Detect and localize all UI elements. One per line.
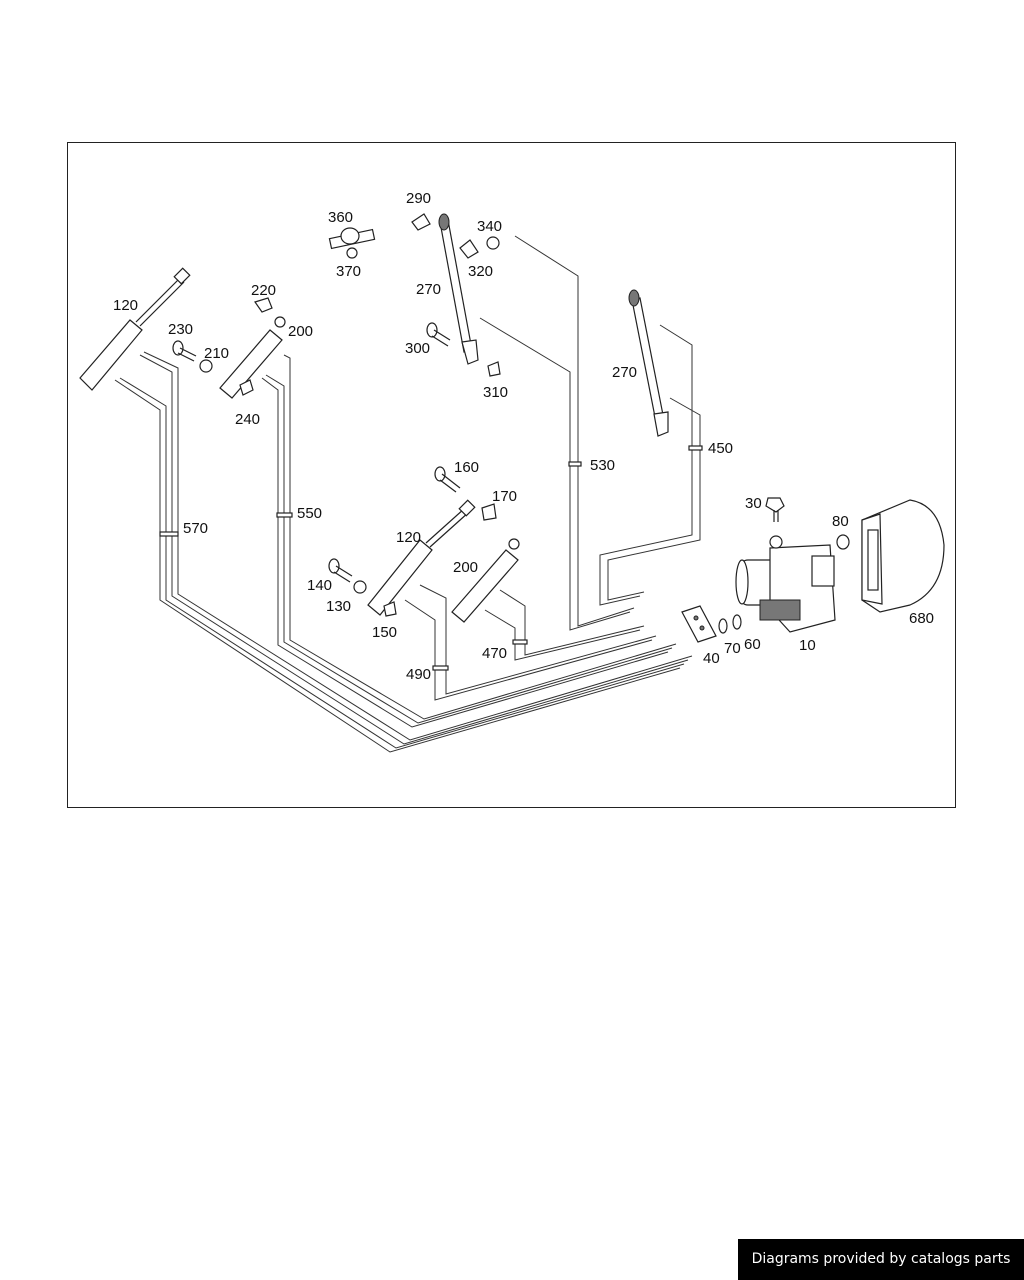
label-320: 320 — [468, 263, 493, 280]
label-340: 340 — [477, 218, 502, 235]
label-310: 310 — [483, 384, 508, 401]
clip-310 — [487, 361, 501, 377]
label-140: 140 — [307, 577, 332, 594]
seal-80 — [836, 534, 850, 550]
label-240: 240 — [235, 411, 260, 428]
bracket-220 — [254, 297, 273, 313]
bushing-130 — [353, 580, 367, 594]
label-490: 490 — [406, 666, 431, 683]
hydraulic-cylinder-270-upper — [438, 213, 479, 365]
label-290: 290 — [406, 190, 431, 207]
label-120-left: 120 — [113, 297, 138, 314]
label-130: 130 — [326, 598, 351, 615]
label-230: 230 — [168, 321, 193, 338]
label-10: 10 — [799, 637, 816, 654]
label-210: 210 — [204, 345, 229, 362]
clip-170 — [481, 503, 497, 521]
seal-70 — [718, 618, 728, 634]
clip-240 — [239, 379, 254, 396]
hydraulic-cylinder-200-middle — [451, 538, 520, 623]
seal-60 — [732, 614, 742, 630]
parts-diagram-frame — [67, 142, 956, 808]
plate-40 — [681, 605, 717, 643]
pin-160 — [434, 466, 461, 493]
pin-140 — [328, 558, 353, 583]
label-300: 300 — [405, 340, 430, 357]
part-number-labels: 120 230 210 220 200 240 360 370 290 340 … — [113, 190, 934, 683]
label-450: 450 — [708, 440, 733, 457]
pin-230 — [172, 340, 197, 362]
pin-300 — [426, 322, 451, 347]
label-40: 40 — [703, 650, 720, 667]
label-530: 530 — [590, 457, 615, 474]
label-550: 550 — [297, 505, 322, 522]
label-200-middle: 200 — [453, 559, 478, 576]
hydraulic-cylinder-120-middle — [367, 499, 476, 616]
bolt-30 — [765, 497, 785, 522]
hydraulic-cylinder-270-right — [628, 289, 669, 437]
cover-680 — [861, 499, 945, 613]
clip-150 — [383, 601, 397, 617]
bushing-210 — [199, 359, 213, 373]
clip-320 — [459, 239, 479, 259]
hydraulic-cylinder-120-left — [79, 267, 191, 391]
label-270-right: 270 — [612, 364, 637, 381]
fitting-360 — [328, 227, 376, 250]
label-70: 70 — [724, 640, 741, 657]
hydraulic-cylinder-200-left — [219, 316, 286, 399]
label-220: 220 — [251, 282, 276, 299]
label-360: 360 — [328, 209, 353, 226]
part-370 — [346, 247, 358, 259]
washer-340 — [486, 236, 500, 250]
label-60: 60 — [744, 636, 761, 653]
label-120-middle: 120 — [396, 529, 421, 546]
label-470: 470 — [482, 645, 507, 662]
label-160: 160 — [454, 459, 479, 476]
hydraulic-pipe-bundle — [114, 235, 703, 753]
label-170: 170 — [492, 488, 517, 505]
label-200-left: 200 — [288, 323, 313, 340]
label-270-upper: 270 — [416, 281, 441, 298]
credit-banner: Diagrams provided by catalogs parts — [738, 1239, 1024, 1280]
label-680: 680 — [909, 610, 934, 627]
bracket-290 — [411, 213, 431, 231]
label-80: 80 — [832, 513, 849, 530]
hydraulic-pump-unit-10 — [735, 535, 836, 633]
label-370: 370 — [336, 263, 361, 280]
label-150: 150 — [372, 624, 397, 641]
label-570: 570 — [183, 520, 208, 537]
label-30: 30 — [745, 495, 762, 512]
